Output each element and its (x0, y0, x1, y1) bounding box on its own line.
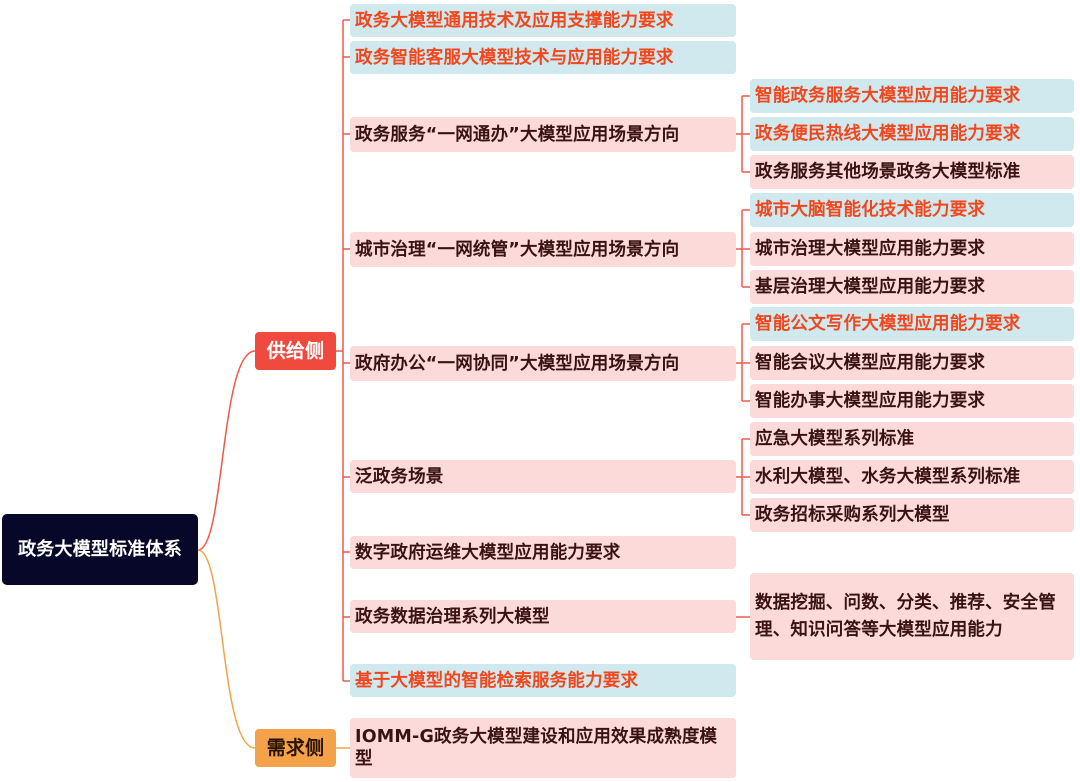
supply-item-city-governance[interactable]: 城市治理“一网统管”大模型应用场景方向 (350, 232, 736, 267)
sub-item[interactable]: 水利大模型、水务大模型系列标准 (750, 460, 1074, 494)
sub-item[interactable]: 城市治理大模型应用能力要求 (750, 232, 1074, 266)
sub-item[interactable]: 基层治理大模型应用能力要求 (750, 270, 1074, 304)
root-node[interactable]: 政务大模型标准体系 (2, 514, 198, 585)
demand-side-node[interactable]: 需求侧 (255, 729, 336, 767)
sub-item[interactable]: 政务便民热线大模型应用能力要求 (750, 117, 1074, 151)
supply-item-ops[interactable]: 数字政府运维大模型应用能力要求 (350, 536, 736, 569)
sub-item[interactable]: 城市大脑智能化技术能力要求 (750, 193, 1074, 227)
supply-item-customer-service[interactable]: 政务智能客服大模型技术与应用能力要求 (350, 41, 736, 74)
sub-item[interactable]: 政务招标采购系列大模型 (750, 498, 1074, 532)
root-to-demand-connector (197, 549, 256, 749)
supply-item-government-service[interactable]: 政务服务“一网通办”大模型应用场景方向 (350, 117, 736, 152)
supply-branch-lines (336, 19, 750, 682)
demand-item-iomm-g[interactable]: IOMM-G政务大模型建设和应用效果成熟度模型 (350, 718, 736, 778)
sub-item[interactable]: 智能公文写作大模型应用能力要求 (750, 307, 1074, 341)
supply-item-government-office[interactable]: 政府办公“一网协同”大模型应用场景方向 (350, 346, 736, 381)
sub-item[interactable]: 智能办事大模型应用能力要求 (750, 384, 1074, 418)
sub-item[interactable]: 智能会议大模型应用能力要求 (750, 346, 1074, 380)
supply-item-pan-government[interactable]: 泛政务场景 (350, 460, 736, 493)
root-to-supply-connector (197, 350, 256, 551)
supply-item-smart-search[interactable]: 基于大模型的智能检索服务能力要求 (350, 664, 736, 697)
sub-item[interactable]: 应急大模型系列标准 (750, 422, 1074, 456)
supply-item-general-tech[interactable]: 政务大模型通用技术及应用支撑能力要求 (350, 4, 736, 37)
sub-item[interactable]: 数据挖掘、问数、分类、推荐、安全管理、知识问答等大模型应用能力 (750, 573, 1074, 660)
sub-item[interactable]: 智能政务服务大模型应用能力要求 (750, 79, 1074, 113)
supply-side-node[interactable]: 供给侧 (255, 332, 336, 370)
supply-item-data-governance[interactable]: 政务数据治理系列大模型 (350, 600, 736, 633)
sub-item[interactable]: 政务服务其他场景政务大模型标准 (750, 155, 1074, 189)
